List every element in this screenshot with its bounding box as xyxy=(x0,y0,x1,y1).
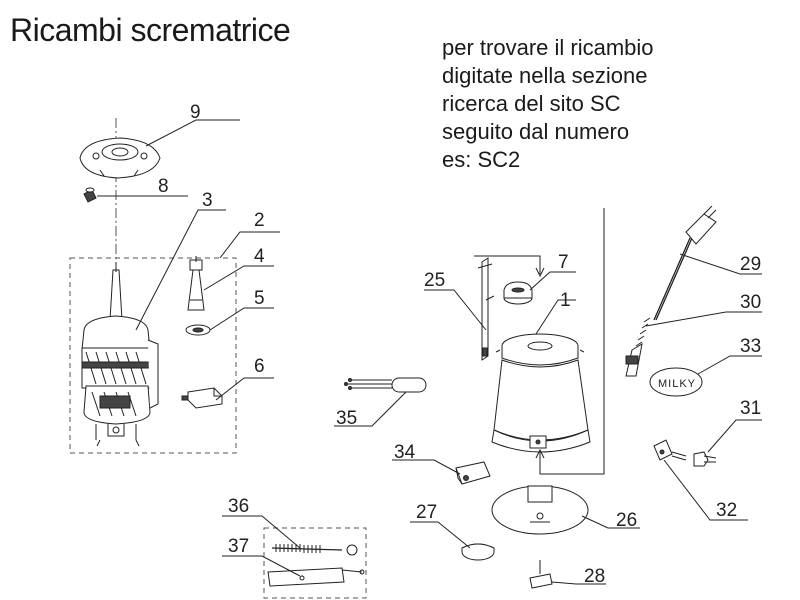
leader-7 xyxy=(529,271,576,291)
arrow-head-bottom xyxy=(535,448,545,459)
instructions-line: ricerca del sito SC xyxy=(442,91,621,116)
part-5-washer[interactable] xyxy=(185,324,211,336)
part-label-3: 3 xyxy=(202,190,213,211)
part-8-nut[interactable] xyxy=(83,187,97,203)
part-35-element[interactable] xyxy=(344,377,427,393)
part-25-arm[interactable] xyxy=(477,257,495,361)
leader-32 xyxy=(663,459,748,521)
part-28-knob[interactable] xyxy=(529,560,553,589)
guide-line-top xyxy=(474,255,541,274)
part-label-35: 35 xyxy=(336,408,357,429)
leader-37 xyxy=(222,555,301,577)
part-34-box[interactable] xyxy=(455,461,491,485)
part-7-cap[interactable] xyxy=(503,281,533,305)
leader-28 xyxy=(551,581,606,585)
leader-2 xyxy=(219,231,280,259)
part-4-shaft[interactable] xyxy=(187,256,205,311)
motor-group-box xyxy=(69,257,237,454)
part-31-screw[interactable] xyxy=(693,451,717,467)
part-label-33: 33 xyxy=(740,336,761,357)
instructions-text: per trovare il ricambio digitate nella s… xyxy=(442,34,742,174)
instructions-line: per trovare il ricambio xyxy=(442,35,654,60)
part-30-spring[interactable] xyxy=(625,317,651,377)
part-27-foot[interactable] xyxy=(461,543,495,561)
instructions-line: es: SC2 xyxy=(442,147,521,172)
part-label-29: 29 xyxy=(740,254,761,275)
leader-36 xyxy=(222,515,301,549)
part-label-27: 27 xyxy=(416,502,437,523)
badge-text: MILKY xyxy=(658,378,696,390)
arrow-head-top xyxy=(535,267,545,278)
part-label-2: 2 xyxy=(254,210,265,231)
part-label-34: 34 xyxy=(394,442,416,463)
part-1-body[interactable] xyxy=(491,333,591,453)
part-label-30: 30 xyxy=(740,292,761,313)
part-label-26: 26 xyxy=(616,510,637,531)
tools-group-box xyxy=(263,527,367,599)
part-label-8: 8 xyxy=(158,176,169,197)
part-label-4: 4 xyxy=(254,246,265,267)
part-32-terminal[interactable] xyxy=(653,439,687,461)
part-label-1: 1 xyxy=(560,290,571,311)
leader-27 xyxy=(410,521,471,549)
part-label-31: 31 xyxy=(740,398,761,419)
part-label-28: 28 xyxy=(584,566,605,587)
part-label-6: 6 xyxy=(254,356,265,377)
part-label-36: 36 xyxy=(228,496,249,517)
leader-34 xyxy=(392,459,461,475)
leader-3 xyxy=(135,209,226,331)
part-6-switch[interactable] xyxy=(181,387,223,409)
part-9-disc[interactable] xyxy=(79,137,161,179)
part-33-badge[interactable]: MILKY xyxy=(649,367,703,397)
leader-26 xyxy=(581,515,640,529)
part-29-cord[interactable] xyxy=(653,205,717,321)
guide-line-right xyxy=(539,208,605,475)
part-label-32: 32 xyxy=(716,500,737,521)
part-label-37: 37 xyxy=(228,536,249,557)
leader-25 xyxy=(424,289,487,331)
leader-9 xyxy=(145,119,240,147)
leader-30 xyxy=(645,311,762,327)
leader-4 xyxy=(203,265,274,291)
page-title: Ricambi scrematrice xyxy=(10,12,291,48)
part-37-tool[interactable] xyxy=(267,567,365,587)
leader-6 xyxy=(215,377,274,401)
part-3-motor[interactable] xyxy=(81,262,159,447)
leader-1 xyxy=(535,299,576,335)
leader-35 xyxy=(334,391,407,427)
part-label-7: 7 xyxy=(558,252,569,273)
leader-5 xyxy=(209,307,274,331)
instructions-line: digitate nella sezione xyxy=(442,63,648,88)
part-label-5: 5 xyxy=(254,288,265,309)
instructions-line: seguito dal numero xyxy=(442,119,630,144)
leader-33 xyxy=(697,355,762,375)
leader-29 xyxy=(679,253,762,275)
part-label-9: 9 xyxy=(190,102,201,123)
part-26-plate[interactable] xyxy=(491,485,589,535)
part-36-brush[interactable] xyxy=(271,544,358,556)
leader-31 xyxy=(707,419,762,453)
part-label-25: 25 xyxy=(424,270,445,291)
